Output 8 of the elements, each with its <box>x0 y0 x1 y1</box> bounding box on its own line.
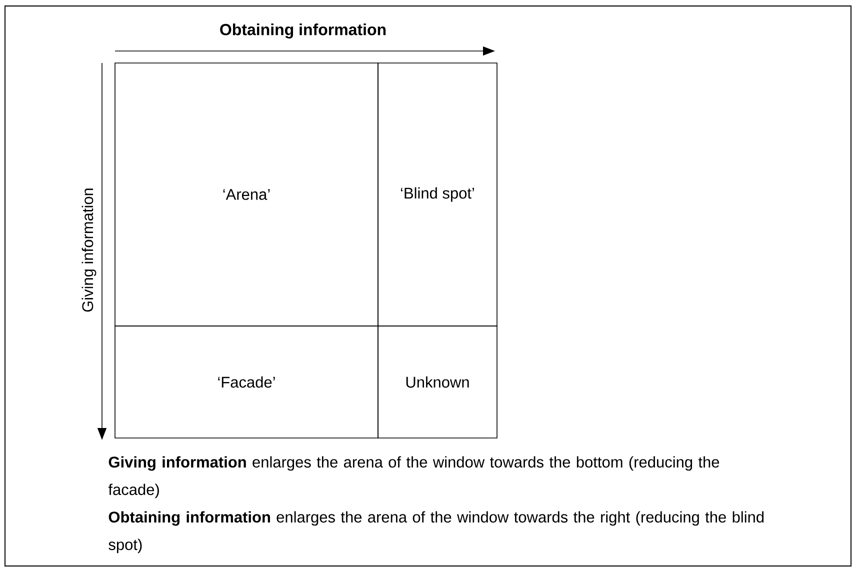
axis-label: Obtaining information <box>220 24 386 38</box>
window-cell: ‘Arena’ <box>114 62 378 326</box>
note-text: Obtaining information enlarges the arena of the window towards the right (reducing the blind spot) <box>108 511 764 554</box>
window-cell: Unknown <box>378 326 498 438</box>
axis-label: Giving information <box>82 188 96 312</box>
window-cell: ‘Facade’ <box>114 326 378 438</box>
window-cell: ‘Blind spot’ <box>378 62 498 326</box>
note-text: Giving information enlarges the arena of the window towards the bottom (reducing the facade) <box>108 456 720 498</box>
